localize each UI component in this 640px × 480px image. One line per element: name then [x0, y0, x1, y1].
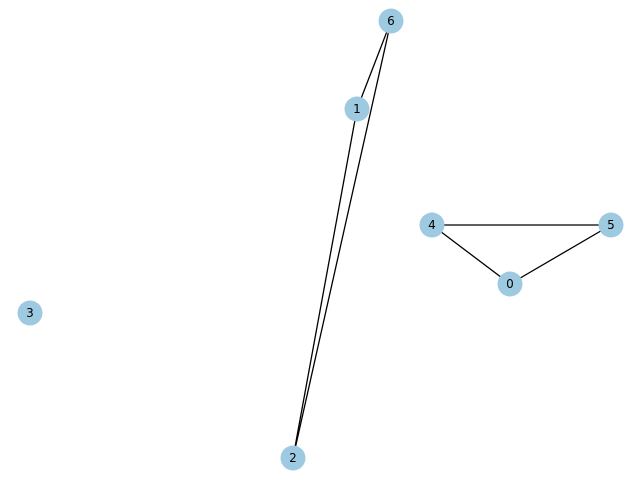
- node-4: 4: [419, 212, 445, 238]
- node-circle: [17, 300, 43, 326]
- edge-0-5: [509, 224, 612, 285]
- node-label: 2: [289, 451, 297, 465]
- edge-1-2: [292, 108, 358, 459]
- node-3: 3: [17, 300, 43, 326]
- node-label: 1: [353, 102, 361, 116]
- node-label: 5: [607, 218, 615, 232]
- edge-6-2: [292, 20, 392, 459]
- node-circle: [280, 445, 306, 471]
- node-circle: [497, 271, 523, 297]
- node-label: 4: [428, 218, 436, 232]
- edges-layer: [292, 20, 612, 459]
- edge-1-6: [356, 20, 392, 110]
- node-2: 2: [280, 445, 306, 471]
- edge-4-0: [431, 224, 511, 285]
- node-circle: [419, 212, 445, 238]
- node-circle: [344, 96, 370, 122]
- node-1: 1: [344, 96, 370, 122]
- node-0: 0: [497, 271, 523, 297]
- nodes-layer: 0 1 2 3 4 5 6: [17, 8, 624, 471]
- node-label: 6: [387, 14, 395, 28]
- node-5: 5: [598, 212, 624, 238]
- node-label: 3: [26, 306, 34, 320]
- node-6: 6: [378, 8, 404, 34]
- node-circle: [598, 212, 624, 238]
- node-label: 0: [506, 277, 514, 291]
- node-circle: [378, 8, 404, 34]
